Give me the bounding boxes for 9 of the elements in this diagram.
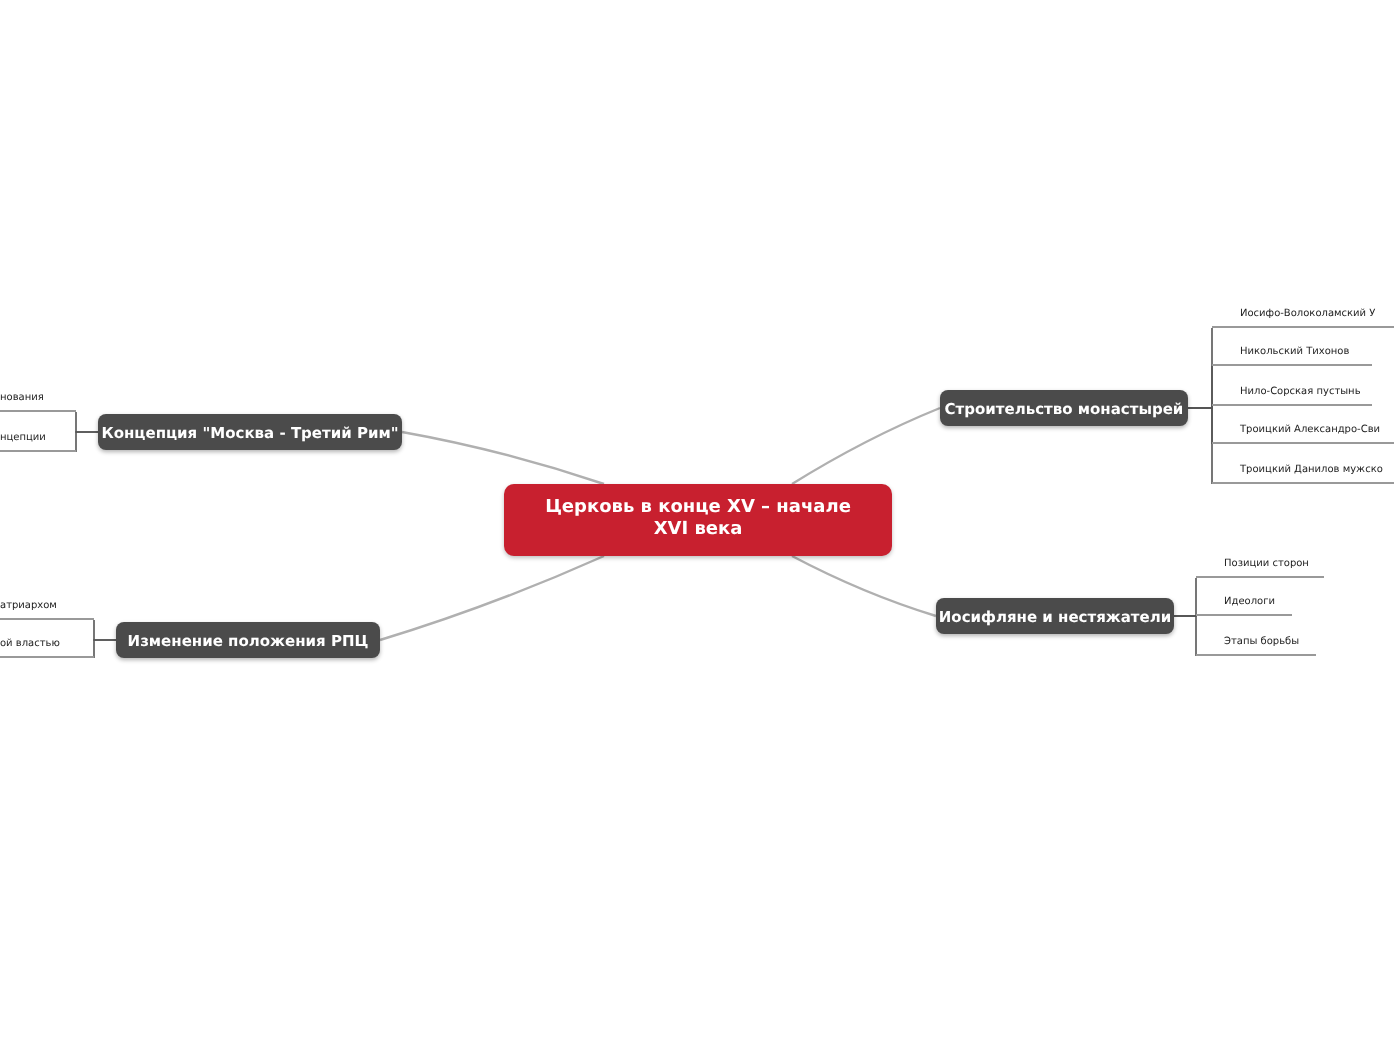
connector-line — [401, 430, 605, 486]
connector-line — [791, 554, 937, 618]
connector-line — [379, 554, 605, 642]
connector-line — [1187, 407, 1213, 485]
central-topic: Церковь в конце XV – начале XVI века — [504, 484, 892, 556]
connector-line — [1173, 615, 1197, 657]
connector-line — [93, 639, 117, 659]
connector-line — [791, 406, 941, 486]
connector-line — [75, 431, 99, 453]
